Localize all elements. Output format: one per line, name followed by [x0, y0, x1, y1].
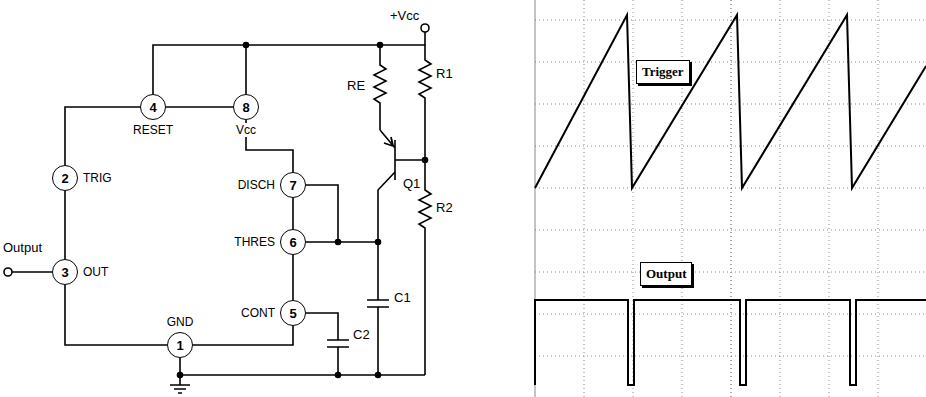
terminal-label: Output	[2, 240, 43, 255]
pin-name: TRIG	[82, 171, 113, 185]
trace-label-box: Trigger	[636, 60, 690, 84]
ic-outline-wire	[65, 285, 167, 345]
grid-line	[535, 272, 926, 273]
pin-number: 7	[289, 179, 296, 192]
pin-number: 2	[61, 172, 68, 185]
junction-dot	[376, 373, 381, 378]
grid-line	[535, 188, 926, 189]
ground-rail	[180, 358, 425, 385]
pin-number: 1	[176, 339, 183, 352]
capacitor-symbol	[306, 313, 349, 375]
pin-number: 3	[61, 266, 68, 279]
grid-line	[829, 0, 830, 397]
grid-line	[780, 0, 781, 397]
grid-line	[535, 146, 926, 147]
pin-circle: 3OUT	[52, 259, 78, 285]
junction-dot	[178, 373, 183, 378]
trigger-trace	[535, 15, 926, 188]
pin-name: THRES	[233, 235, 276, 249]
pin-number: 4	[149, 101, 156, 114]
component-label: RE	[346, 78, 366, 93]
grid-line	[535, 62, 926, 63]
grid-line	[535, 314, 926, 315]
emitter-arrow	[384, 137, 393, 146]
grid-line	[535, 20, 926, 21]
pin-circle: 7DISCH	[280, 172, 306, 198]
grid-line	[731, 0, 732, 397]
ic-outline-wire	[292, 198, 294, 229]
output-wire	[12, 271, 52, 273]
pin-number: 8	[242, 101, 249, 114]
junction-dot	[376, 240, 381, 245]
pin-name: DISCH	[237, 178, 276, 192]
vcc-terminal	[421, 24, 429, 32]
junction-dot	[244, 43, 249, 48]
wire	[306, 185, 378, 242]
ic-outline-wire	[166, 106, 233, 108]
grid-line	[584, 0, 585, 397]
scope-grid	[535, 0, 926, 397]
grid-line	[535, 356, 926, 357]
output-trace	[535, 300, 926, 385]
ic-outline-wire	[292, 255, 294, 300]
pin-circle: 4RESET	[140, 94, 166, 120]
grid-line	[535, 230, 926, 231]
pin-number: 5	[289, 307, 296, 320]
pin-circle: 2TRIG	[52, 165, 78, 191]
pin-circle: 8Vcc	[233, 94, 259, 120]
component-label: Q1	[402, 176, 421, 191]
component-label: C2	[352, 327, 371, 342]
grid-line	[535, 104, 926, 105]
grid-line	[878, 0, 879, 397]
trace-label: Trigger	[642, 64, 684, 79]
junction-dot	[336, 240, 341, 245]
pin-name: Vcc	[235, 123, 257, 137]
ic-outline-wire	[64, 191, 66, 259]
pin-circle: 1GND	[167, 332, 193, 358]
pin-name: RESET	[132, 123, 174, 137]
pin-number: 6	[289, 236, 296, 249]
component-label: R1	[435, 66, 454, 81]
pin-circle: 5CONT	[280, 300, 306, 326]
resistor-symbol	[374, 45, 386, 130]
vcc-rail	[153, 32, 425, 94]
trace-label: Output	[646, 266, 686, 281]
pin-name: OUT	[82, 265, 109, 279]
component-label: +Vcc	[389, 8, 420, 23]
pin-name: CONT	[240, 306, 276, 320]
ic-outline-wire	[65, 107, 140, 165]
component-label: R2	[435, 200, 454, 215]
pin-name: GND	[166, 315, 195, 329]
output-terminal	[4, 268, 12, 276]
resistor-symbol	[419, 45, 431, 375]
ic-outline-wire	[193, 326, 293, 345]
component-label: C1	[393, 290, 412, 305]
junction-dot	[336, 373, 341, 378]
pin-circle: 6THRES	[280, 229, 306, 255]
transistor-symbol	[378, 130, 425, 300]
ground-symbol	[170, 385, 190, 393]
trace-label-box: Output	[640, 262, 692, 286]
